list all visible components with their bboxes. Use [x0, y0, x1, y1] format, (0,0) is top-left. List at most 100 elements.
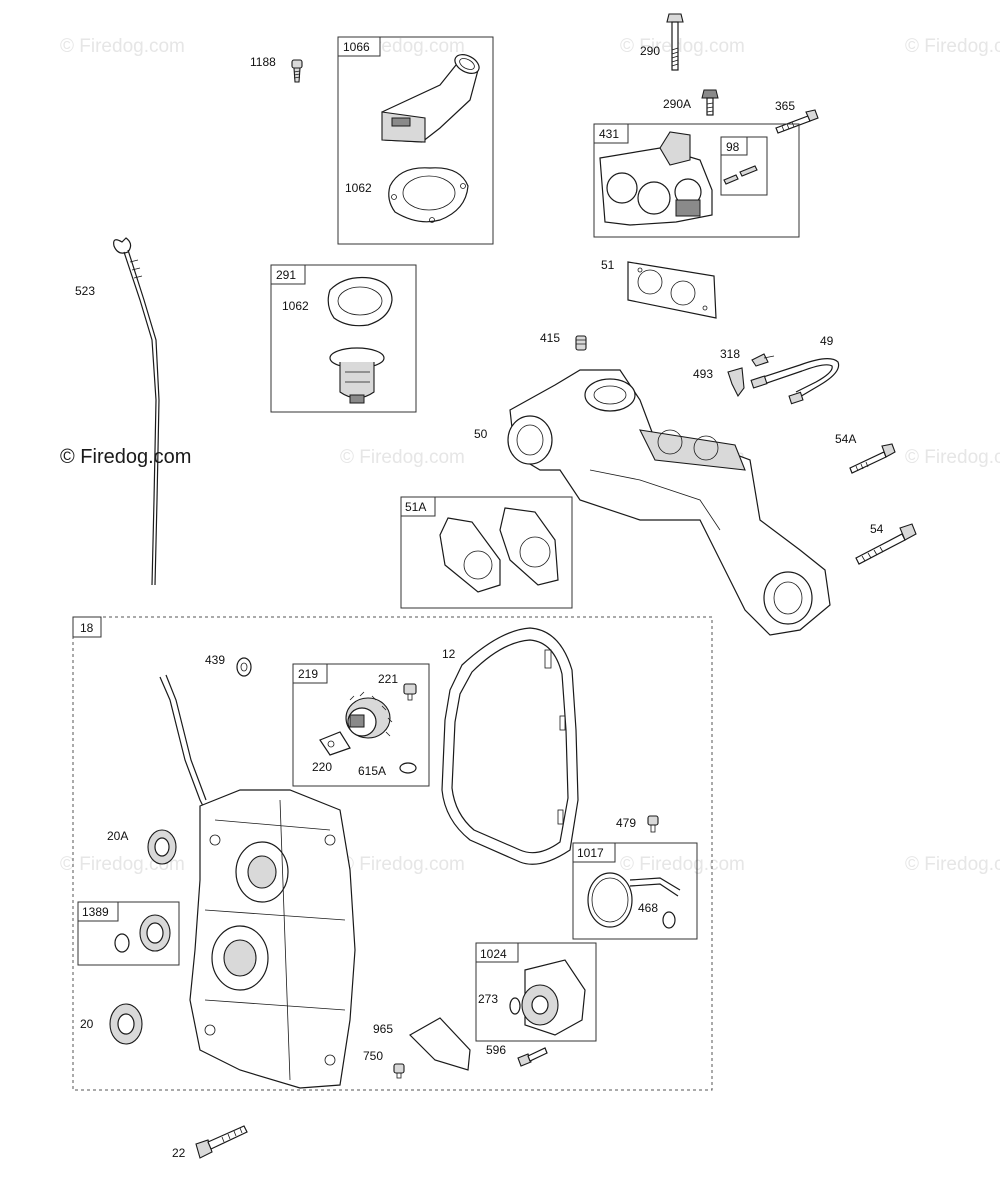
- part-219-governor-gear: [345, 691, 393, 739]
- box-label-1066: 1066: [343, 40, 370, 54]
- label-615A: 615A: [358, 764, 386, 778]
- box-1066: [337, 36, 494, 245]
- label-1062-lower: 1062: [282, 299, 309, 313]
- box-tag-1024: [475, 942, 519, 963]
- part-493-clip: [727, 367, 745, 398]
- part-51-gasket: [627, 261, 717, 319]
- group-18-outline: [72, 616, 713, 1091]
- box-tag-291: [270, 264, 306, 285]
- part-750-screw: [393, 1063, 405, 1079]
- box-tag-1066: [337, 36, 381, 57]
- label-596: 596: [486, 1043, 506, 1057]
- label-415: 415: [540, 331, 560, 345]
- part-615A-clip: [399, 762, 417, 774]
- part-1017-pickup: [587, 872, 681, 928]
- watermark: © Firedog.com: [340, 854, 465, 875]
- part-596-bolt: [517, 1047, 548, 1067]
- part-965-cover: [409, 1017, 471, 1071]
- part-290A-bolt: [701, 89, 719, 116]
- label-22: 22: [172, 1146, 186, 1160]
- box-1024: [475, 942, 597, 1042]
- part-50-intake-manifold: [507, 369, 831, 636]
- part-98-screws: [723, 165, 758, 185]
- box-label-1389: 1389: [82, 905, 109, 919]
- box-label-98: 98: [726, 140, 740, 154]
- watermark: © Firedog.com: [905, 447, 1000, 468]
- box-tag-1389: [77, 901, 119, 922]
- box-1389: [77, 901, 180, 966]
- part-291-thermostat: [329, 347, 385, 404]
- box-label-18: 18: [80, 621, 94, 635]
- label-20: 20: [80, 1017, 94, 1031]
- label-1062-top: 1062: [345, 181, 372, 195]
- part-365-bolt: [775, 109, 819, 134]
- part-12-crankcase-gasket: [441, 627, 579, 865]
- box-431: [593, 123, 800, 238]
- box-tag-1017: [572, 842, 616, 863]
- part-479-screw: [647, 815, 659, 833]
- part-468-o-ring: [662, 911, 676, 929]
- box-label-51A: 51A: [405, 500, 426, 514]
- watermark: © Firedog.com: [905, 36, 1000, 57]
- label-468: 468: [638, 901, 658, 915]
- label-51: 51: [601, 258, 615, 272]
- part-22-bolt: [195, 1125, 248, 1159]
- label-1188: 1188: [250, 55, 276, 69]
- part-1188-screw: [291, 59, 303, 83]
- box-tag-51A: [400, 496, 436, 517]
- part-1066-water-outlet: [381, 54, 480, 143]
- part-415-plug: [575, 335, 587, 351]
- label-50: 50: [474, 427, 488, 441]
- part-54A-bolt: [849, 443, 896, 474]
- label-49: 49: [820, 334, 834, 348]
- watermark: © Firedog.com: [620, 36, 745, 57]
- label-290A: 290A: [663, 97, 691, 111]
- watermark: © Firedog.com: [905, 854, 1000, 875]
- box-label-291: 291: [276, 268, 296, 282]
- box-label-219: 219: [298, 667, 318, 681]
- part-1389-seal-kit: [114, 914, 171, 953]
- part-221-screw: [403, 683, 417, 701]
- firedog-watermark-main: © Firedog.com: [60, 446, 191, 468]
- part-49-breather-tube: [750, 358, 840, 405]
- part-54-bolt: [855, 523, 917, 565]
- label-273: 273: [478, 992, 498, 1006]
- part-1062-gasket-top: [388, 167, 469, 223]
- part-1062-gasket-lower: [327, 276, 393, 327]
- part-290-bolt: [666, 13, 684, 71]
- label-365: 365: [775, 99, 795, 113]
- label-965: 965: [373, 1022, 393, 1036]
- box-291: [270, 264, 417, 413]
- label-523: 523: [75, 284, 95, 298]
- part-20-oil-seal: [109, 1003, 143, 1045]
- label-318: 318: [720, 347, 740, 361]
- box-tag-18: [72, 616, 102, 638]
- part-1024-oil-pump: [521, 959, 586, 1036]
- label-439: 439: [205, 653, 225, 667]
- part-273-o-ring: [509, 997, 521, 1015]
- part-51A-gaskets: [439, 507, 559, 593]
- box-1017: [572, 842, 698, 940]
- label-54: 54: [870, 522, 884, 536]
- label-493: 493: [693, 367, 713, 381]
- box-219: [292, 663, 430, 787]
- part-523-dipstick: [113, 237, 160, 586]
- box-label-1024: 1024: [480, 947, 507, 961]
- part-439-washer: [236, 657, 252, 677]
- box-51A: [400, 496, 573, 609]
- part-318-screw: [751, 353, 775, 367]
- label-750: 750: [363, 1049, 383, 1063]
- label-54A: 54A: [835, 432, 856, 446]
- box-label-1017: 1017: [577, 846, 604, 860]
- label-290: 290: [640, 44, 660, 58]
- label-479: 479: [616, 816, 636, 830]
- label-20A: 20A: [107, 829, 128, 843]
- watermark: © Firedog.com: [340, 447, 465, 468]
- label-220: 220: [312, 760, 332, 774]
- box-tag-219: [292, 663, 328, 684]
- part-220-lever: [319, 731, 351, 756]
- label-12: 12: [442, 647, 456, 661]
- part-crankcase-cover: [159, 674, 356, 1089]
- box-label-431: 431: [599, 127, 619, 141]
